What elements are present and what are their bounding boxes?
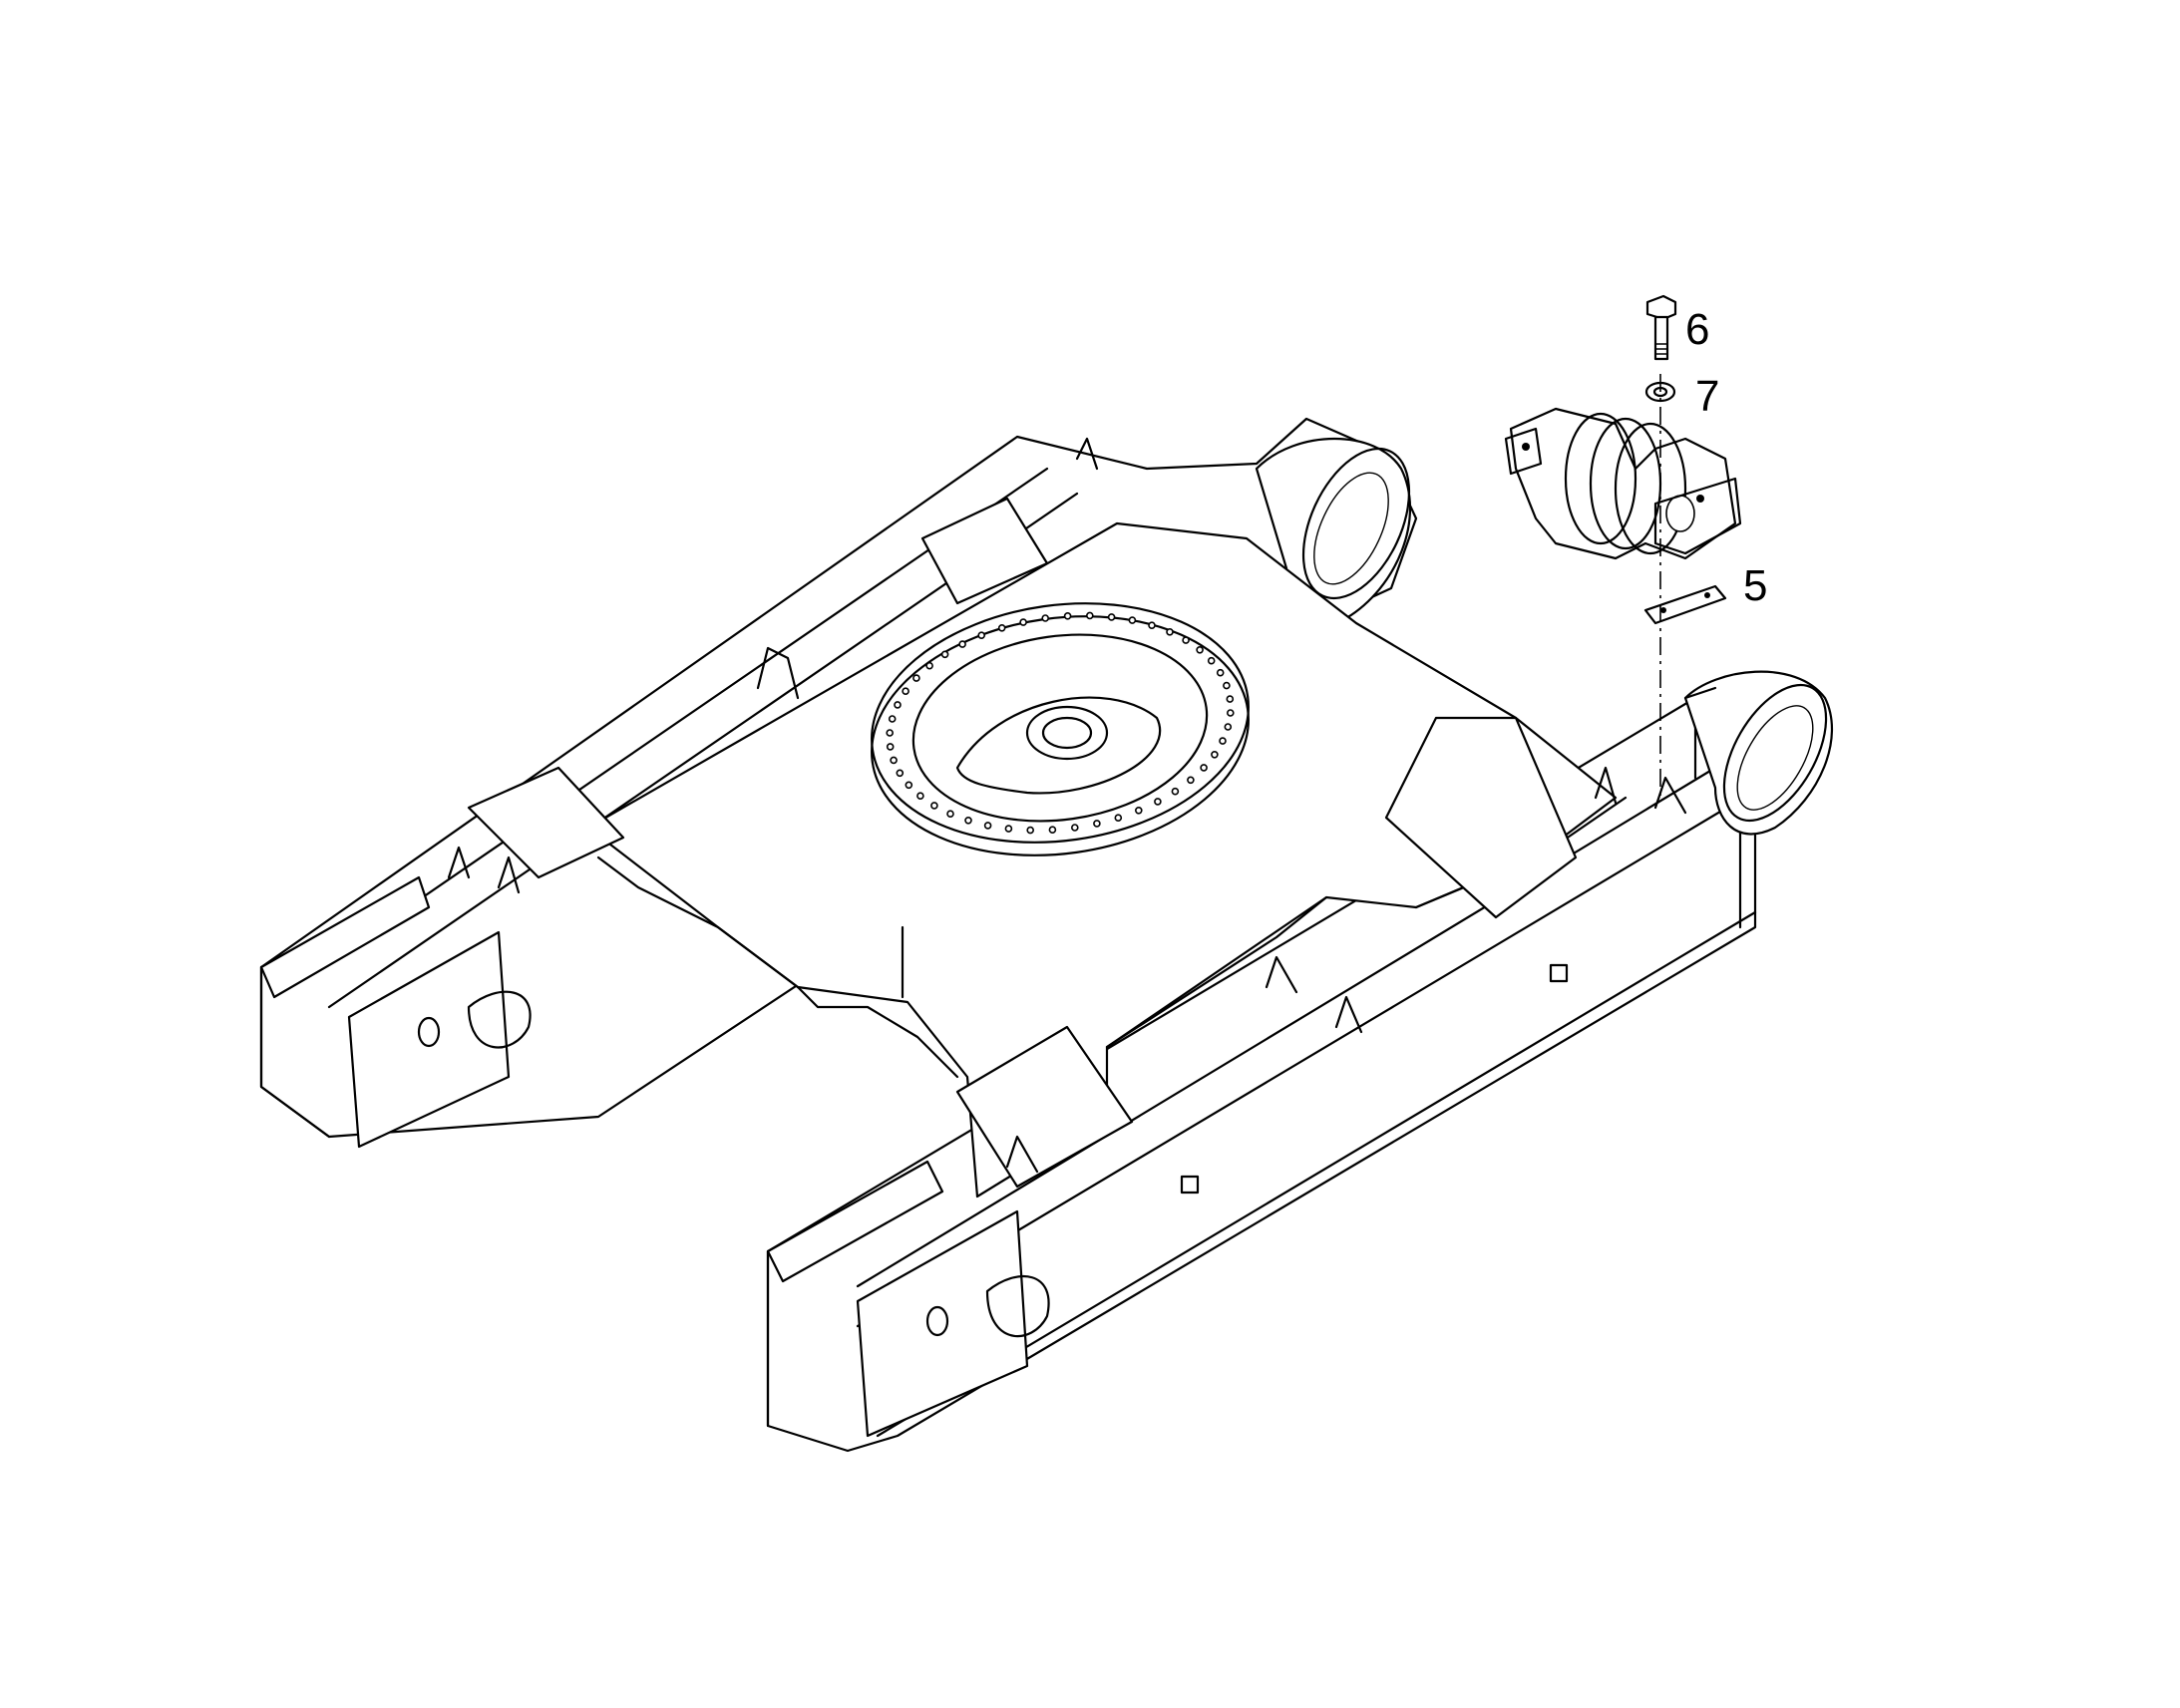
right-frame-ends bbox=[766, 1160, 1050, 1438]
ring-bolt-hole bbox=[1128, 616, 1137, 624]
ring-bolt-hole bbox=[1196, 645, 1204, 654]
front-idler-housing bbox=[1683, 670, 1834, 836]
ring-bolt-hole bbox=[1227, 709, 1235, 717]
ring-bolt-hole bbox=[1224, 723, 1233, 731]
small-block bbox=[1549, 963, 1569, 983]
ring-bolt-hole bbox=[1148, 621, 1156, 630]
ring-bolt-hole bbox=[912, 674, 920, 682]
ring-bolt-hole bbox=[905, 781, 913, 790]
ring-bolt-hole bbox=[1026, 826, 1034, 835]
ring-bolt-hole bbox=[946, 810, 954, 819]
ring-bolt-hole bbox=[902, 687, 909, 696]
left-frame-ends bbox=[259, 875, 532, 1149]
ring-bolt-hole bbox=[1093, 820, 1101, 828]
ring-bolt-hole bbox=[1226, 695, 1235, 703]
bolt bbox=[1645, 294, 1677, 361]
ring-bolt-hole bbox=[977, 631, 986, 640]
ring-bolt-hole bbox=[930, 802, 938, 810]
swing-bearing-ring bbox=[871, 602, 1250, 856]
ring-bolt-hole bbox=[1004, 825, 1013, 833]
ring-bolt-hole bbox=[983, 822, 992, 830]
ring-bolt-hole bbox=[1219, 737, 1227, 745]
ring-bolt-hole bbox=[964, 816, 972, 825]
ring-bolt-hole bbox=[1211, 750, 1219, 759]
ring-bolt-hole bbox=[997, 623, 1006, 632]
ring-bolt-hole bbox=[1063, 611, 1072, 620]
left-frame-brackets bbox=[467, 497, 1578, 1189]
ring-bolt-hole bbox=[1135, 806, 1143, 815]
ring-bolt-hole bbox=[1207, 656, 1216, 665]
ring-bolt-hole bbox=[1187, 776, 1195, 785]
ring-bolt-hole bbox=[916, 792, 924, 801]
ring-bolt-hole bbox=[1166, 627, 1174, 636]
ring-bolt-hole bbox=[958, 640, 966, 648]
ring-bolt-hole bbox=[1182, 636, 1190, 644]
ring-bolt-hole bbox=[925, 661, 933, 670]
ring-bolt-hole bbox=[886, 729, 895, 737]
ring-bolt-hole bbox=[888, 715, 897, 723]
callout-6: 6 bbox=[1685, 305, 1709, 354]
ring-bolt-hole bbox=[1041, 614, 1049, 622]
shim-plate bbox=[1643, 584, 1727, 625]
ring-bolt-hole bbox=[1171, 787, 1180, 796]
ring-bolt-hole bbox=[1200, 764, 1208, 772]
ring-bolt-hole bbox=[1019, 618, 1027, 626]
ring-bolt-hole bbox=[1154, 798, 1162, 806]
ring-bolt-hole bbox=[1114, 814, 1123, 823]
track-guides bbox=[447, 437, 1687, 1174]
carrier-roller-assembly bbox=[1504, 407, 1742, 560]
ring-bolt-hole bbox=[894, 701, 902, 709]
small-block bbox=[1180, 1175, 1200, 1195]
ring-bolt-hole bbox=[1071, 824, 1079, 832]
ring-bolt-hole bbox=[1048, 826, 1057, 835]
ring-bolt-hole bbox=[886, 743, 895, 751]
callout-5: 5 bbox=[1743, 561, 1767, 610]
ring-bolt-hole bbox=[1223, 681, 1231, 690]
ring-bolt-hole bbox=[940, 650, 949, 659]
ring-bolt-hole bbox=[1107, 613, 1116, 621]
callout-7: 7 bbox=[1695, 372, 1719, 421]
track-frame-assembly bbox=[259, 417, 1834, 1453]
ring-bolt-hole bbox=[890, 756, 898, 765]
ring-bolt-hole bbox=[896, 769, 905, 778]
ring-bolt-hole bbox=[1086, 611, 1094, 620]
ring-bolt-hole bbox=[1216, 668, 1225, 677]
